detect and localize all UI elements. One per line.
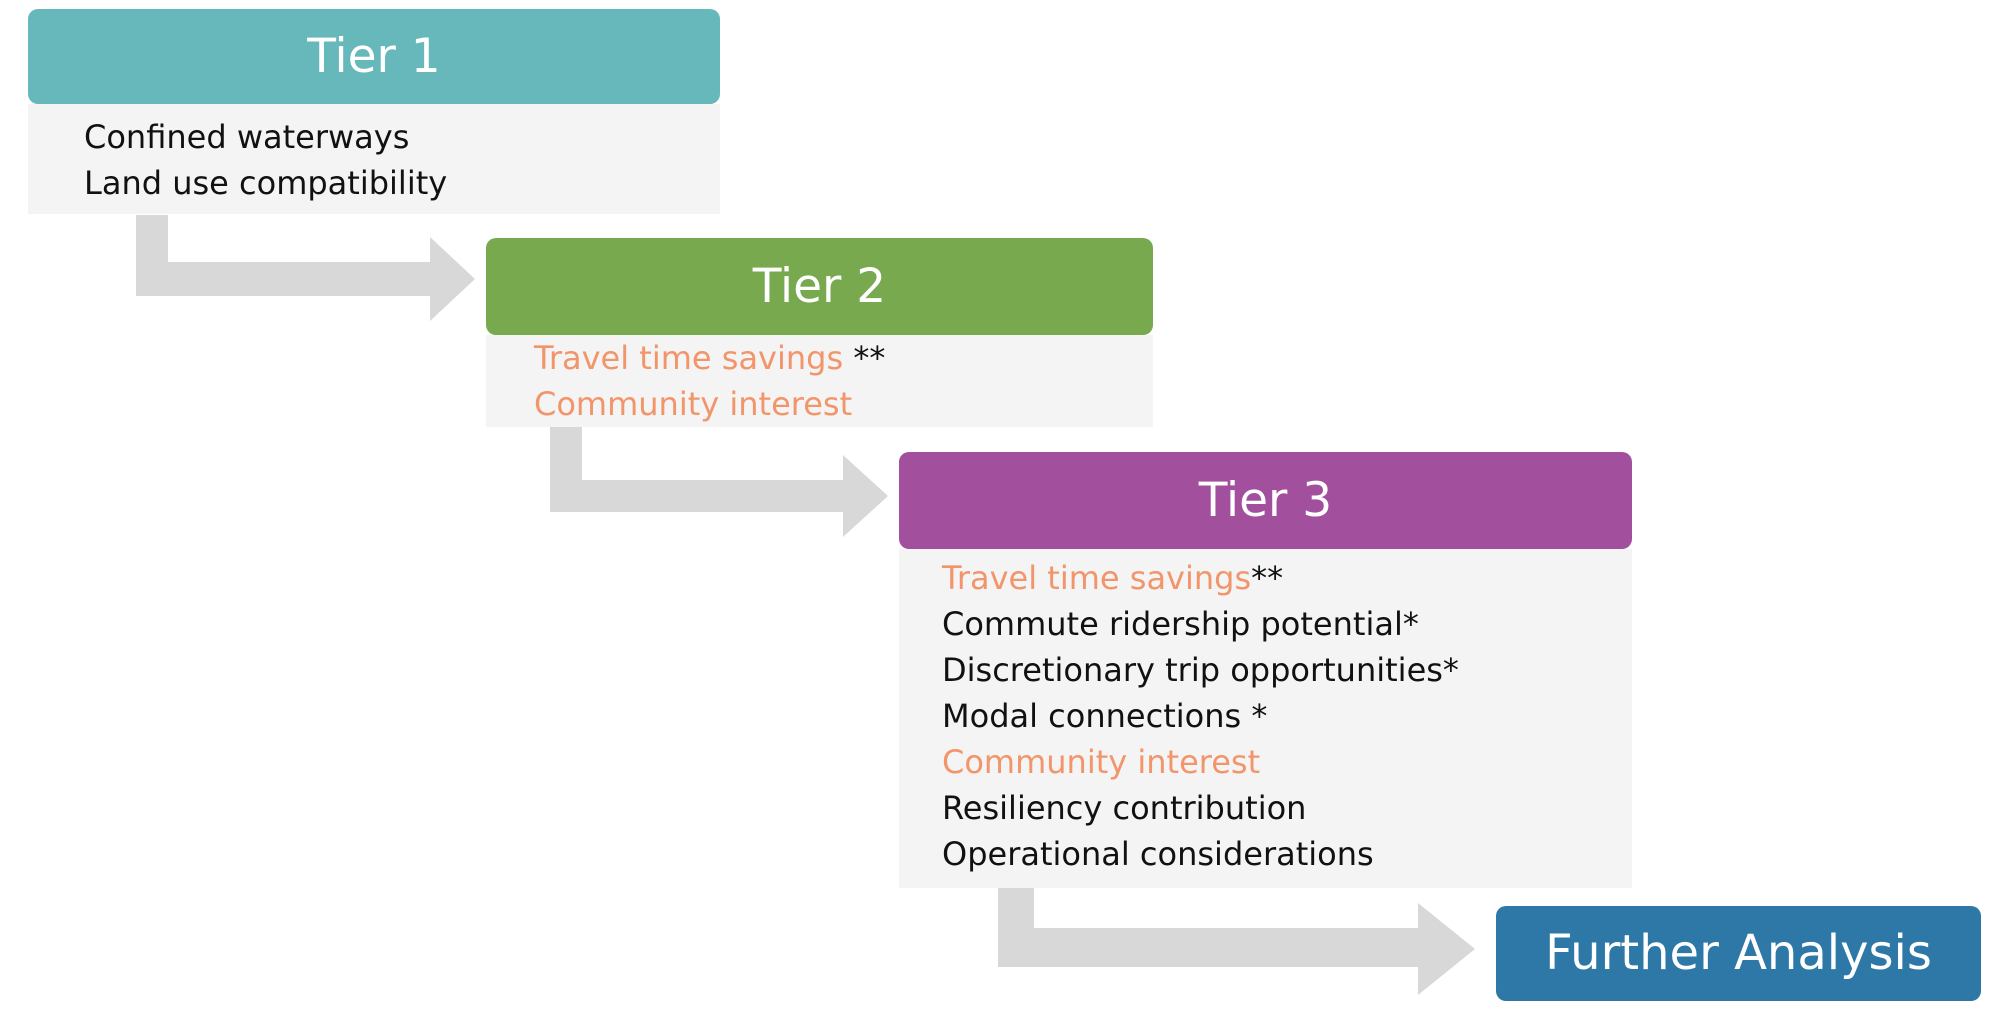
tier-2-criteria: Travel time savings ** Community interes… [486, 335, 1153, 427]
tier-1-title: Tier 1 [307, 29, 441, 84]
criterion: Land use compatibility [84, 164, 448, 202]
tier-2-title: Tier 2 [752, 259, 887, 314]
tier-1: Tier 1 Confined waterways Land use compa… [28, 9, 720, 214]
tier-3-header: Tier 3 [899, 452, 1632, 549]
criterion: Commute ridership potential* [942, 605, 1419, 643]
criterion: Operational considerations [942, 835, 1374, 873]
tier-1-criteria: Confined waterways Land use compatibilit… [28, 104, 720, 214]
tier-3-criteria: Travel time savings** Commute ridership … [899, 549, 1632, 888]
tier-1-header: Tier 1 [28, 9, 720, 104]
tier-3-title: Tier 3 [1198, 473, 1333, 528]
tier-2-header: Tier 2 [486, 238, 1153, 335]
tier-2: Tier 2 Travel time savings ** Community … [486, 238, 1153, 427]
arrow-tier2-to-tier3 [550, 427, 888, 537]
further-analysis-box: Further Analysis [1496, 906, 1981, 1001]
further-analysis-title: Further Analysis [1545, 925, 1932, 981]
criterion: Travel time savings** [942, 559, 1284, 597]
criterion: Discretionary trip opportunities* [942, 651, 1459, 689]
criterion: Community interest [534, 385, 853, 423]
criterion: Travel time savings ** [534, 339, 886, 377]
criterion: Modal connections * [942, 697, 1268, 735]
criterion: Confined waterways [84, 118, 410, 156]
tier-3: Tier 3 Travel time savings** Commute rid… [899, 452, 1632, 888]
criterion: Community interest [942, 743, 1261, 781]
arrow-tier1-to-tier2 [136, 215, 475, 321]
arrow-tier3-to-further [998, 888, 1475, 995]
criterion: Resiliency contribution [942, 789, 1307, 827]
